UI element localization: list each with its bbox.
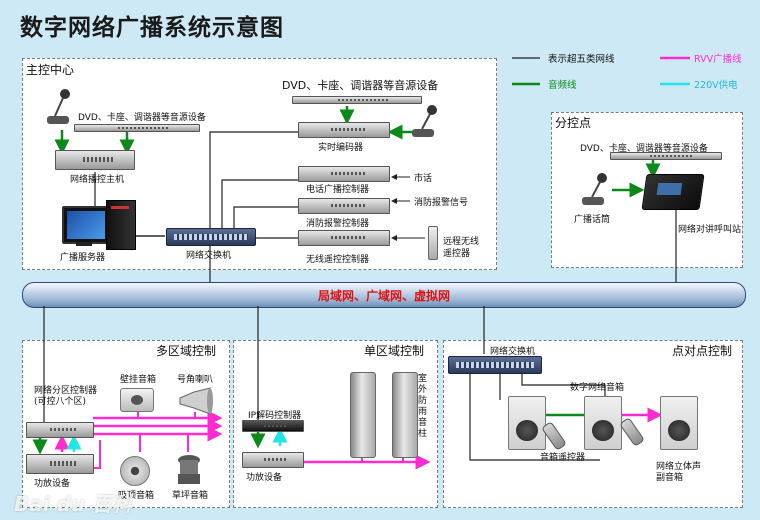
broadcast-server-label: 广播服务器 bbox=[60, 253, 106, 263]
stereo-sub-speaker-label: 网络立体声 副音箱 bbox=[656, 462, 702, 483]
wireless-remote-controller-device bbox=[298, 230, 390, 246]
multi-amp-device bbox=[26, 454, 94, 474]
server-tower-icon bbox=[106, 200, 136, 250]
legend-rvv: RVV广播线 bbox=[694, 54, 742, 65]
city-phone-label: 市话 bbox=[414, 174, 433, 184]
zone-controller-device bbox=[26, 422, 94, 438]
phone-broadcast-controller-label: 电话广播控制器 bbox=[306, 185, 370, 195]
network-broadcast-host-device bbox=[55, 150, 135, 170]
ceiling-speaker-icon bbox=[120, 456, 150, 486]
microphone-icon bbox=[412, 105, 437, 137]
legend-cat5: 表示超五类网线 bbox=[548, 54, 615, 65]
horn-speaker-icon bbox=[179, 387, 213, 415]
dvd-source-device-right bbox=[292, 96, 422, 104]
single-amp-device bbox=[242, 452, 304, 468]
realtime-encoder-device bbox=[298, 122, 390, 138]
wall-speaker-icon bbox=[120, 388, 154, 412]
diagram-title: 数字网络广播系统示意图 bbox=[20, 15, 284, 41]
p2p-switch-device bbox=[448, 356, 542, 374]
dvd-source-device-left bbox=[74, 124, 200, 132]
realtime-encoder-label: 实时编码器 bbox=[318, 143, 364, 153]
network-speaker-left bbox=[508, 396, 546, 450]
phone-broadcast-controller-device bbox=[298, 166, 390, 182]
outdoor-column-label: 室外防雨音柱 bbox=[418, 374, 428, 439]
network-speaker-center bbox=[584, 396, 622, 450]
p2p-label: 点对点控制 bbox=[672, 344, 733, 358]
legend-audio: 音频线 bbox=[548, 80, 577, 91]
fire-alarm-signal-label: 消防报警信号 bbox=[414, 198, 469, 208]
wall-speaker-label: 壁挂音箱 bbox=[120, 375, 157, 385]
p2p-switch-label: 网络交换机 bbox=[490, 347, 536, 357]
horn-speaker-label: 号角喇叭 bbox=[177, 375, 214, 385]
fire-alarm-controller-label: 消防报警控制器 bbox=[306, 219, 370, 229]
monitor-icon bbox=[62, 206, 110, 244]
microphone-icon bbox=[582, 173, 607, 205]
outdoor-column-speaker-1 bbox=[350, 372, 376, 458]
intercom-station-label: 网络对讲呼叫站 bbox=[678, 225, 742, 235]
remote-control-label: 远程无线 遥控器 bbox=[443, 237, 480, 259]
branch-mic-label: 广播话筒 bbox=[574, 215, 611, 225]
single-zone-label: 单区域控制 bbox=[364, 344, 425, 358]
network-broadcast-host-label: 网络播控主机 bbox=[70, 175, 125, 185]
intercom-station-device bbox=[641, 174, 705, 210]
ip-decoder-label: IP解码控制器 bbox=[248, 411, 302, 421]
network-bus: 局域网、广域网、虚拟网 bbox=[22, 282, 746, 308]
microphone-icon bbox=[47, 89, 70, 124]
outdoor-column-speaker-2 bbox=[392, 372, 418, 458]
lawn-speaker-icon bbox=[178, 455, 200, 484]
remote-control-icon bbox=[428, 226, 438, 260]
dvd-source-label-left: DVD、卡座、调谐器等音源设备 bbox=[78, 113, 206, 123]
fire-alarm-controller-device bbox=[298, 198, 390, 214]
main-center-label: 主控中心 bbox=[26, 63, 75, 77]
multi-zone-label: 多区域控制 bbox=[156, 344, 217, 358]
network-stereo-sub-speaker bbox=[660, 396, 698, 450]
zone-controller-label: 网络分区控制器 (可控八个区) bbox=[34, 386, 98, 407]
network-switch-main-device bbox=[166, 228, 256, 246]
branch-label: 分控点 bbox=[555, 116, 592, 130]
network-bus-label: 局域网、广域网、虚拟网 bbox=[317, 289, 450, 303]
speaker-remote-label: 音箱遥控器 bbox=[540, 453, 586, 463]
network-speaker-label: 数字网络音箱 bbox=[570, 383, 625, 393]
network-switch-main-label: 网络交换机 bbox=[186, 251, 232, 261]
branch-dvd-label: DVD、卡座、调谐器等音源设备 bbox=[580, 144, 708, 154]
ip-decoder-device bbox=[242, 420, 304, 432]
lawn-speaker-label: 草坪音箱 bbox=[172, 491, 209, 501]
multi-amp-label: 功放设备 bbox=[34, 479, 71, 489]
dvd-source-label-right: DVD、卡座、调谐器等音源设备 bbox=[282, 79, 439, 92]
monitor-stand-icon bbox=[76, 242, 92, 246]
watermark-logo: Bai du 百科 bbox=[14, 492, 133, 516]
branch-dvd-device bbox=[610, 152, 722, 160]
wireless-remote-controller-label: 无线遥控控制器 bbox=[306, 255, 370, 265]
single-amp-label: 功放设备 bbox=[246, 473, 283, 483]
ceiling-speaker-label: 吸顶音箱 bbox=[118, 491, 155, 501]
legend-power: 220V供电 bbox=[694, 80, 738, 91]
